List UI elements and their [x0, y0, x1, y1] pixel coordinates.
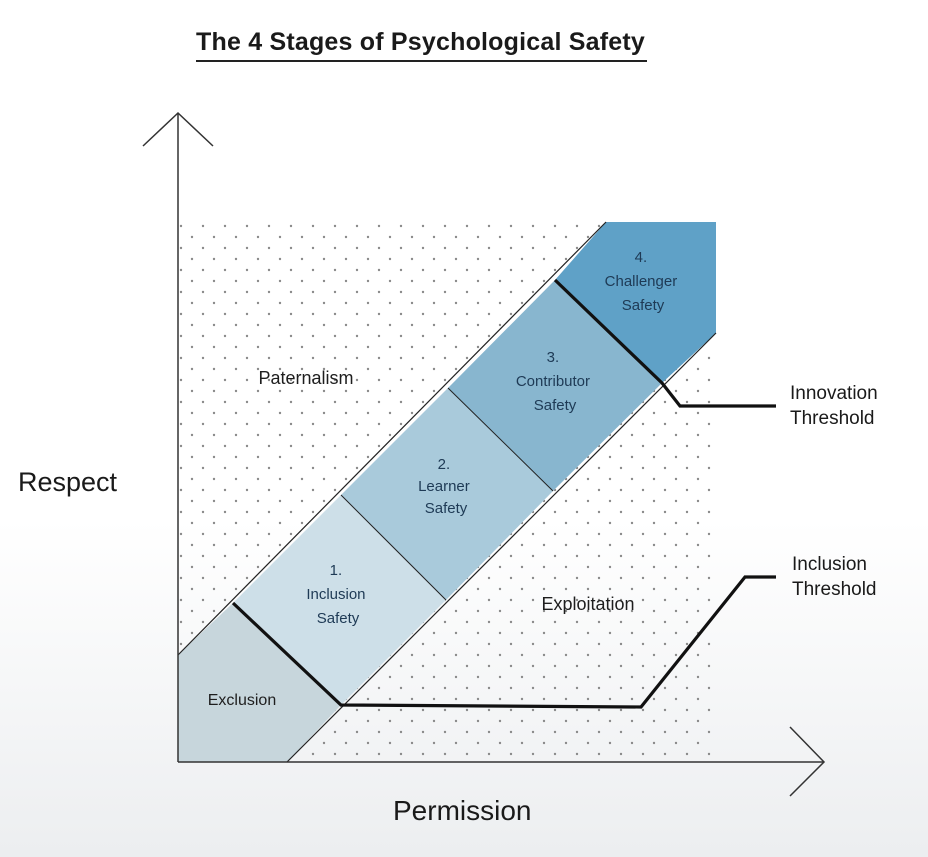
inclusion-threshold-line2: Threshold [792, 579, 877, 600]
stage-4-band [555, 222, 716, 383]
innovation-threshold-line1: Innovation [790, 383, 878, 404]
inclusion-threshold-label: Inclusion Threshold [792, 552, 877, 602]
band-divider-2-3 [447, 387, 554, 492]
stage-1-number: 1. [330, 562, 343, 579]
exclusion-label: Exclusion [208, 692, 276, 709]
stage-3-label: 3. Contributor Safety [516, 349, 594, 414]
y-axis-arrowhead [142, 111, 214, 147]
stage-4-number: 4. [635, 249, 648, 266]
band-upper-edge [177, 221, 607, 656]
stage-4-line2: Safety [622, 297, 665, 314]
stage-4-label: 4. Challenger Safety [605, 249, 682, 314]
stage-2-label: 2. Learner Safety [418, 456, 474, 517]
paternalism-label: Paternalism [258, 368, 353, 388]
inclusion-threshold-line1: Inclusion [792, 554, 867, 575]
stage-1-line2: Safety [317, 610, 360, 627]
innovation-threshold-label: Innovation Threshold [790, 381, 878, 431]
stage-2-line2: Safety [425, 500, 468, 517]
x-axis-arrowhead [789, 726, 826, 797]
diagram-title: The 4 Stages of Psychological Safety [196, 28, 648, 62]
stage-2-number: 2. [438, 456, 451, 473]
stage-3-number: 3. [547, 349, 560, 366]
inclusion-threshold-line [231, 575, 776, 709]
stage-2-band [341, 388, 553, 600]
stage-4-line1: Challenger [605, 273, 678, 290]
stage-1-line1: Inclusion [306, 586, 365, 603]
stage-2-line1: Learner [418, 478, 470, 495]
stage-3-line2: Safety [534, 397, 577, 414]
stage-3-line1: Contributor [516, 373, 590, 390]
innovation-threshold-line2: Threshold [790, 408, 875, 429]
band-lower-edge [286, 332, 717, 763]
innovation-threshold-line [553, 278, 776, 408]
x-axis-label: Permission [393, 795, 532, 826]
stage-1-label: 1. Inclusion Safety [306, 562, 369, 627]
exclusion-region [178, 603, 341, 762]
band-divider-1-2 [340, 494, 447, 601]
exploitation-label: Exploitation [541, 594, 634, 614]
y-axis-label: Respect [18, 467, 118, 497]
